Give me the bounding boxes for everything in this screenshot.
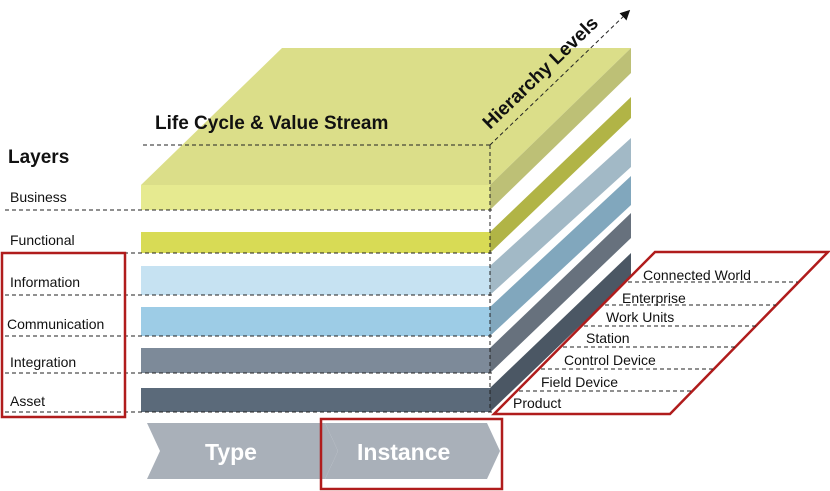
- slab-side-asset: [490, 253, 631, 412]
- slab-front-communication: [141, 307, 490, 336]
- layer-label-asset: Asset: [10, 393, 45, 409]
- hierarchy-level-station: Station: [586, 330, 630, 346]
- hierarchy-levels-panel: Connected World Enterprise Work Units St…: [490, 250, 830, 416]
- layer-label-information: Information: [10, 274, 80, 290]
- hierarchy-level-field-device: Field Device: [541, 374, 618, 390]
- layer-labels: Business Functional Information Communic…: [7, 189, 104, 409]
- lifecycle-arrows: Type Instance: [147, 417, 504, 491]
- slab-front-functional: [141, 232, 490, 253]
- lifecycle-heading: Life Cycle & Value Stream: [155, 113, 388, 134]
- slab-side-communication: [490, 176, 631, 336]
- hierarchy-level-control-device: Control Device: [564, 352, 656, 368]
- hierarchy-level-work-units: Work Units: [606, 309, 674, 325]
- instance-arrow: [325, 423, 500, 479]
- slab-side-information: [490, 138, 631, 295]
- layer-guides: [5, 144, 495, 413]
- slab-top-business: [141, 48, 631, 185]
- slab-front-business: [141, 185, 490, 210]
- type-arrow-label: Type: [205, 439, 257, 465]
- slab-side-business: [490, 48, 631, 210]
- layers-highlight-box: [0, 251, 127, 419]
- hierarchy-level-connected-world: Connected World: [643, 267, 751, 283]
- instance-arrow-label: Instance: [357, 439, 450, 465]
- slab-side-integration: [490, 213, 631, 373]
- slab-front-information: [141, 266, 490, 295]
- hierarchy-axis-arrow: [489, 9, 631, 146]
- slab-side-functional: [490, 97, 631, 253]
- slab-front-integration: [141, 348, 490, 373]
- type-arrow: [147, 423, 338, 479]
- hierarchy-level-enterprise: Enterprise: [622, 290, 686, 306]
- hierarchy-level-product: Product: [513, 395, 561, 411]
- slab-front-asset: [141, 388, 490, 412]
- layer-label-business: Business: [10, 189, 67, 205]
- layers-heading: Layers: [8, 147, 69, 168]
- layer-label-integration: Integration: [10, 354, 76, 370]
- layer-label-communication: Communication: [7, 316, 104, 332]
- hierarchy-highlight-box: [490, 250, 830, 416]
- layer-label-functional: Functional: [10, 232, 75, 248]
- layer-slabs: [141, 48, 631, 412]
- instance-highlight-box: [319, 417, 504, 491]
